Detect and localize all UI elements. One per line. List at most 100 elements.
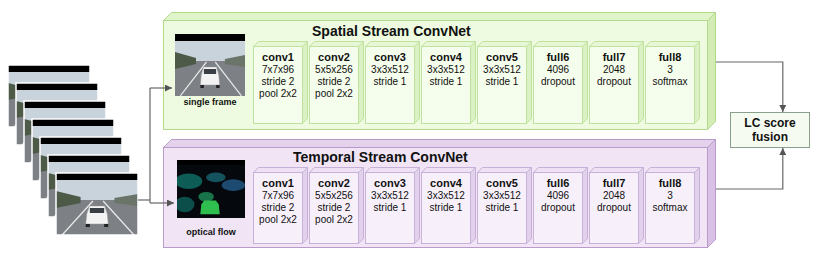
layer-params: 7x7x96 stride 2 pool 2x2 [257,190,299,226]
layer-name: full7 [603,51,626,64]
top-face [310,168,364,173]
video-frame [40,137,122,199]
layer-box: full72048 dropout [589,46,639,124]
split-arrows [138,88,174,203]
layer-name: conv4 [430,177,462,190]
layer-params: 7x7x96 stride 2 pool 2x2 [257,64,299,100]
frame-stack [8,65,138,235]
side-face [583,42,588,124]
side-face [359,168,364,244]
video-frame [16,83,98,145]
layer-name: conv4 [430,51,462,64]
front-face [590,173,639,244]
front-face [366,173,415,244]
front-face [534,173,583,244]
layer-box: conv17x7x96 stride 2 pool 2x2 [253,46,303,124]
layer-name: full8 [659,177,682,190]
layer-params: 4096 dropout [537,64,579,88]
side-face [639,168,644,244]
side-face [303,168,308,244]
connector [716,62,783,112]
layer-box: conv33x3x512 stride 1 [365,46,415,124]
layer-box: conv43x3x512 stride 1 [421,46,471,124]
stream-band: Temporal Stream ConvNet optical flow conv1… [163,147,708,248]
layer-box: full72048 dropout [589,172,639,244]
layer-params: 3x3x512 stride 1 [425,64,467,88]
stream-band: Spatial Stream ConvNet single frame conv17… [163,20,708,130]
top-face [590,168,644,173]
layer-params: 4096 dropout [537,190,579,214]
top-face [310,42,364,47]
layer-params: 3x3x512 stride 1 [369,64,411,88]
top-face [534,168,588,173]
top-face [646,168,700,173]
stream-title: Temporal Stream ConvNet [293,149,468,165]
side-face [415,168,420,244]
stream-title: Spatial Stream ConvNet [312,23,471,39]
top-face [422,42,476,47]
fusion-box: LC score fusion [730,112,810,148]
video-frame [48,155,130,217]
image-caption: single frame [173,97,247,108]
layer-name: full8 [659,51,682,64]
layer-box: conv17x7x96 stride 2 pool 2x2 [253,172,303,244]
front-face [646,47,695,124]
layer-box: conv43x3x512 stride 1 [421,172,471,244]
layer-params: 5x5x256 stride 2 pool 2x2 [313,190,355,226]
front-face [422,47,471,124]
image-caption: optical flow [175,227,247,238]
image-panel: single frame [173,33,247,108]
layer-box: full64096 dropout [533,172,583,244]
layer-params: 2048 dropout [593,190,635,214]
layer-name: conv2 [318,51,350,64]
top-face [164,13,716,21]
layer-name: full6 [547,177,570,190]
top-face [590,42,644,47]
layer-params: 2048 dropout [593,64,635,88]
front-face [422,173,471,244]
layer-params: 3 softmax [649,64,691,88]
front-face [310,47,359,124]
top-face [366,42,420,47]
top-face [478,42,532,47]
layer-box: conv25x5x256 stride 2 pool 2x2 [309,172,359,244]
side-face [471,42,476,124]
side-face [527,42,532,124]
top-face [478,168,532,173]
side-face [415,42,420,124]
layer-box: conv53x3x512 stride 1 [477,172,527,244]
side-face [708,13,716,130]
top-face [422,168,476,173]
layer-box: conv33x3x512 stride 1 [365,172,415,244]
layer-box: full64096 dropout [533,46,583,124]
front-face [254,173,303,244]
top-face [254,168,308,173]
layer-name: full6 [547,51,570,64]
layer-name: conv1 [262,51,294,64]
top-face [254,42,308,47]
layer-box: full83 softmax [645,172,695,244]
layer-name: conv5 [486,51,518,64]
top-face [534,42,588,47]
video-frame [8,65,90,127]
side-face [695,168,700,244]
layer-params: 3 softmax [649,190,691,214]
front-face [310,173,359,244]
layer-params: 3x3x512 stride 1 [481,64,523,88]
front-face [478,173,527,244]
side-face [639,42,644,124]
frame-image [175,34,245,96]
side-face [527,168,532,244]
side-face [471,168,476,244]
layer-params: 5x5x256 stride 2 pool 2x2 [313,64,355,100]
fusion-label: LC score fusion [735,116,805,144]
front-face [164,21,708,130]
video-frame [56,173,138,235]
side-face [359,42,364,124]
image-panel: optical flow [175,159,247,238]
layer-name: conv3 [374,177,406,190]
optical-flow-image [175,160,245,218]
layer-name: conv1 [262,177,294,190]
layer-name: full7 [603,177,626,190]
